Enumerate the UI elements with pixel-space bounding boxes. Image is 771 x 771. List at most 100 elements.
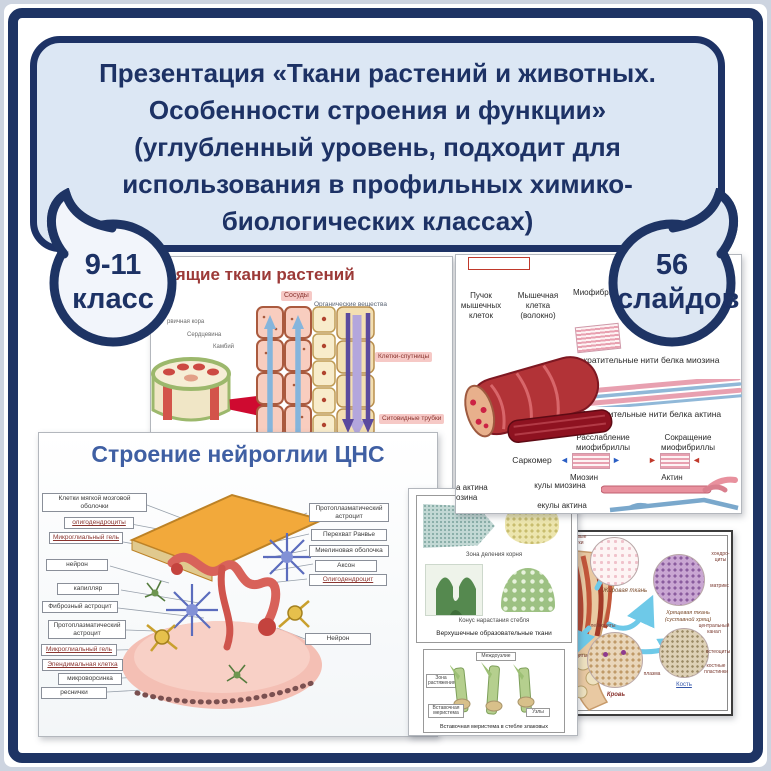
cartilage-micrograph [653, 554, 705, 606]
intercalary-panel: Междоузлие Зона растяжения [423, 649, 565, 733]
actin-molecule-image [609, 497, 739, 513]
label-pith: Сердцевина [187, 332, 222, 338]
label-central-canal: центральный канал [698, 623, 730, 635]
apical-panel: Зона деления корня Конус нарастания стеб… [416, 495, 572, 643]
presentation-title: Презентация «Ткани растений и животных. … [49, 55, 706, 240]
label-myosin-partial: озина [456, 493, 478, 502]
label-neuron-small: нейрон [46, 559, 108, 571]
label-chondrocytes: хондро- циты [711, 551, 730, 563]
red-outline-box [468, 257, 530, 270]
label-relax: Расслабление миофибриллы [575, 433, 631, 452]
label-axon: Аксон [315, 560, 377, 572]
label-muscle-cell: Мышечная клетка (волокно) [517, 291, 559, 320]
label-actin-molecules: екулы актина [537, 501, 587, 510]
label-bone-plates: костные пластинки [704, 663, 728, 675]
contracted-myofibril-image [660, 453, 690, 469]
label-cilia: реснички [41, 687, 107, 699]
slide-connective-tissues: жировые клетки Жировая ткань хондро- цит… [557, 530, 733, 716]
label-osteocytes: остеоциты [705, 649, 731, 655]
contract-arrow-left-icon: ► [648, 455, 657, 465]
caption-root-division-zone: Зона деления корня [465, 552, 523, 558]
label-contract: Сокращение миофибриллы [660, 433, 716, 452]
label-myelin-sheath: Миелиновая оболочка [309, 545, 389, 557]
label-matrix: матрикс [710, 583, 729, 589]
title-box: Презентация «Ткани растений и животных. … [30, 36, 725, 252]
myosin-molecule-image [601, 476, 738, 494]
label-microglial-gel-2: Микроглиальный гель [41, 644, 117, 656]
speech-bubble-shape [47, 188, 177, 347]
label-nodes: Узлы [526, 708, 550, 717]
myosin-actin-rods-image [584, 379, 742, 407]
label-sieve-tubes: Ситовидные трубки [379, 414, 445, 424]
label-actin-partial: а актина [456, 483, 488, 492]
label-microglial-gel: Микроглиальный гель [49, 532, 123, 544]
caption-intercalary-meristem: Вставочная меристема в стебле злаковых [439, 724, 549, 730]
label-oligodendrocyte: Олигодендроцит [309, 574, 387, 586]
contract-arrow-right-icon: ◄ [692, 455, 701, 465]
stem-cross-section-diagram [151, 357, 231, 422]
neuroglia-illustration [122, 493, 325, 709]
label-oligodendrocytes: олигодендроциты [64, 517, 134, 529]
title-line: биологических классах) [221, 206, 534, 236]
relax-arrow-left-icon: ◄ [560, 455, 569, 465]
title-line: Особенности строения и функции» [148, 95, 607, 125]
slide-title: дящие ткани растений [165, 265, 355, 284]
label-cambium: Камбий [213, 344, 235, 350]
muscle-bundle-image [464, 356, 613, 443]
label-myosin-threads: Сократительные нити белка миозина [572, 355, 720, 365]
leukocyte-speck [603, 652, 608, 657]
caption-blood: Кровь [606, 692, 626, 698]
leukocyte-speck [621, 650, 626, 655]
label-myofibril: Миофибрилла [573, 288, 627, 297]
stem-apex-image [425, 564, 483, 616]
label-sarcomere: Саркомер [512, 455, 552, 465]
grade-word: класс [72, 283, 154, 315]
caption-bone: Кость [676, 682, 692, 688]
title-line: Презентация «Ткани растений и животных. [99, 58, 656, 88]
label-neuron: Нейрон [305, 633, 371, 645]
title-line: (углубленный уровень, подходит для [134, 132, 621, 162]
caption-apical-meristems: Верхушечные образовательные ткани [436, 630, 552, 637]
label-muscle-bundle: Пучок мышечных клеток [460, 291, 502, 320]
title-line: использования в профильных химико- [122, 169, 633, 199]
label-protoplasmic-astrocyte-left: Протоплазматический астроцит [48, 620, 126, 639]
caption-cartilage: Хрящевая ткань (суставной хрящ) [664, 610, 712, 623]
slide-title: Строение нейроглии ЦНС [91, 441, 385, 467]
adipose-tissue-micrograph [590, 537, 639, 586]
grade-badge-text: 9-11 класс [58, 248, 168, 316]
label-companion-cells: Клетки-спутницы [375, 352, 433, 362]
label-internode: Междоузлие [476, 652, 516, 661]
label-ependymal-cell: Эпендимальная клетка [42, 659, 123, 671]
slide-neuroglia: Строение нейроглии ЦНС [38, 432, 438, 737]
label-ranvier-node: Перехват Ранвье [311, 529, 387, 541]
label-microvillus: микроворсинка [58, 673, 122, 685]
label-protoplasmic-astrocyte-right: Протоплазматический астроцит [309, 503, 389, 522]
relax-arrow-right-icon: ► [612, 455, 621, 465]
caption-adipose: Жировая ткань [602, 588, 648, 594]
xylem-phloem-cells-diagram [256, 306, 375, 438]
slide-meristems: Зона деления корня Конус нарастания стеб… [408, 488, 578, 736]
label-actin-threads: Сократительные нити белка актина [580, 409, 722, 419]
slide-count-badge: 56 слайдов [592, 188, 757, 358]
label-leukocytes: лейкоциты [590, 623, 616, 629]
caption-growth-cone: Конус нарастания стебля [458, 618, 530, 624]
slide-count-text: 56 слайдов [617, 248, 740, 316]
blood-micrograph [587, 632, 643, 688]
label-intercalary-meristem: Вставочная меристема [428, 704, 464, 718]
label-pia-cells: Клетки мягкой мозговой оболочки [42, 493, 147, 512]
label-primary-cortex: рвичная кора [167, 319, 205, 325]
grade-range: 9-11 [84, 249, 142, 281]
bone-micrograph [659, 628, 709, 678]
label-plasma: плазма [643, 671, 661, 677]
label-capillary: капилляр [57, 583, 119, 595]
label-fibrous-astrocyte: Фиброзный астроцит [42, 601, 118, 613]
growth-cone-image [501, 568, 555, 612]
slide-muscle-tissue: Пучок мышечных клеток Мышечная клетка (в… [455, 254, 742, 514]
label-myosin-molecules: кулы миозина [534, 481, 586, 490]
label-vessels: Сосуды [281, 291, 312, 301]
speech-bubble-shape [608, 188, 738, 347]
stem-apex-drawing [436, 577, 476, 615]
slide-count-number: 56 [655, 249, 689, 281]
slide-count-word: слайдов [617, 283, 740, 315]
